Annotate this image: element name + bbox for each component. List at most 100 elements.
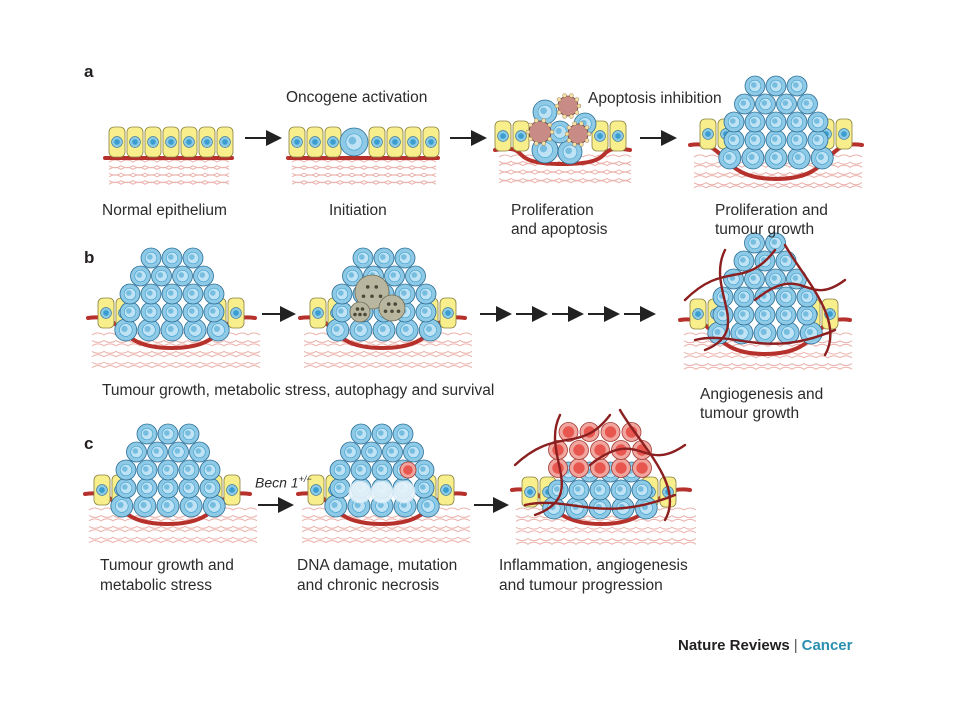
nucleus-core (117, 501, 124, 508)
journal-section: Cancer (801, 637, 853, 654)
nucleus-core (554, 486, 560, 492)
nucleus-core (157, 272, 164, 278)
nucleus-core (425, 325, 432, 332)
journal-credit: Nature Reviews|Cancer (678, 637, 852, 654)
nucleus-core (555, 127, 562, 134)
nucleus-core (402, 325, 409, 332)
blood-vessel (533, 413, 564, 517)
necrotic-debris (386, 302, 391, 306)
nucleus-core (806, 328, 813, 335)
necrotic-debris (365, 285, 370, 289)
blood-vessel (683, 248, 777, 302)
apoptotic-bleb (576, 103, 582, 109)
stage-label-normal-epithelium: Normal epithelium (102, 202, 227, 219)
nucleus-core (164, 466, 170, 472)
stage-label-initiation: Initiation (329, 202, 387, 219)
nucleus-core (164, 430, 170, 436)
apoptotic-bleb (584, 138, 590, 143)
nucleus-core (143, 484, 149, 490)
nucleus-core (168, 254, 174, 260)
nucleus-core (294, 139, 300, 145)
nucleus-core (186, 501, 193, 508)
nucleus-core (617, 486, 623, 492)
nucleus-core (740, 311, 746, 317)
nucleus-core (210, 308, 216, 314)
nucleus-core (740, 100, 747, 106)
necrotic-cell (349, 301, 371, 323)
apoptotic-bleb (572, 142, 577, 147)
nucleus-core (143, 430, 149, 436)
inflammatory-cell-nucleus (594, 444, 606, 456)
nucleus-core (771, 153, 778, 160)
inflammatory-cell-nucleus (636, 462, 648, 474)
nucleus-core (814, 136, 820, 142)
necrotic-debris (358, 312, 362, 317)
panel-label-c: c (84, 434, 94, 453)
stage-proliferation-apoptosis (493, 93, 632, 184)
inflammatory-cell-nucleus (625, 426, 638, 438)
nucleus-core (575, 486, 581, 492)
nucleus-core (186, 139, 192, 145)
blood-vessel (703, 248, 730, 352)
nucleus-core (378, 466, 384, 472)
nucleus-core (751, 118, 757, 124)
becn1-annotation: Becn 1+/− (255, 469, 312, 493)
nucleus-core (428, 139, 434, 145)
credit-separator: | (793, 637, 798, 654)
necrotic-debris (355, 307, 360, 311)
nucleus-core (638, 486, 644, 492)
inflammatory-cell-nucleus (594, 462, 606, 474)
nucleus-core (751, 136, 757, 142)
nucleus-core (114, 139, 120, 145)
nucleus-core (760, 328, 767, 335)
necrotic-cell (354, 274, 390, 310)
apoptotic-bleb (528, 136, 533, 142)
blood-vessel (588, 443, 687, 467)
nucleus-core (827, 311, 833, 317)
nucleus-core (144, 325, 151, 332)
apoptotic-bleb (572, 121, 577, 126)
nucleus-core (153, 448, 160, 454)
nucleus-core (140, 501, 147, 508)
nucleus-core (422, 290, 428, 296)
stage-label-c1-line2: metabolic stress (100, 577, 212, 594)
nucleus-core (500, 133, 506, 139)
blood-vessel (618, 408, 672, 522)
stage-b1-tumour (86, 247, 261, 369)
nucleus-core (222, 139, 228, 145)
nucleus-core (783, 328, 790, 335)
nucleus-core (518, 133, 524, 139)
nucleus-core (331, 501, 338, 508)
nucleus-core (794, 153, 801, 160)
stage-label-autophagy-survival: Tumour growth, metabolic stress, autopha… (102, 382, 495, 399)
nucleus-core (379, 325, 386, 332)
apoptotic-bleb (541, 141, 546, 146)
necrotic-debris (383, 309, 388, 314)
nucleus-core (168, 290, 174, 296)
stage-proliferation-tumour-growth (688, 75, 864, 189)
stage-normal-epithelium (103, 126, 234, 185)
apoptotic-bleb (554, 103, 560, 109)
stage-label-angiogenesis-line1: Angiogenesis and (700, 386, 824, 403)
nucleus-core (793, 118, 799, 124)
nucleus-core (705, 131, 711, 137)
necrotic-debris (374, 285, 379, 289)
nucleus-core (333, 325, 340, 332)
nucleus-core (122, 466, 128, 472)
nucleus-core (750, 275, 757, 281)
stage-label-tumour-growth-line1: Proliferation and (715, 202, 828, 219)
nucleus-core (596, 486, 602, 492)
nucleus-core (751, 82, 757, 88)
nucleus-core (174, 448, 181, 454)
apoptotic-bleb (534, 118, 539, 123)
nucleus-core (206, 484, 212, 490)
nucleus-core (357, 430, 363, 436)
nucleus-core (565, 147, 572, 155)
nucleus-core (422, 308, 428, 314)
nucleus-core (233, 310, 239, 316)
nucleus-core (103, 310, 109, 316)
nucleus-core (195, 448, 202, 454)
nucleus-core (803, 311, 809, 317)
nucleus-core (793, 136, 799, 142)
nucleus-core (772, 136, 778, 142)
